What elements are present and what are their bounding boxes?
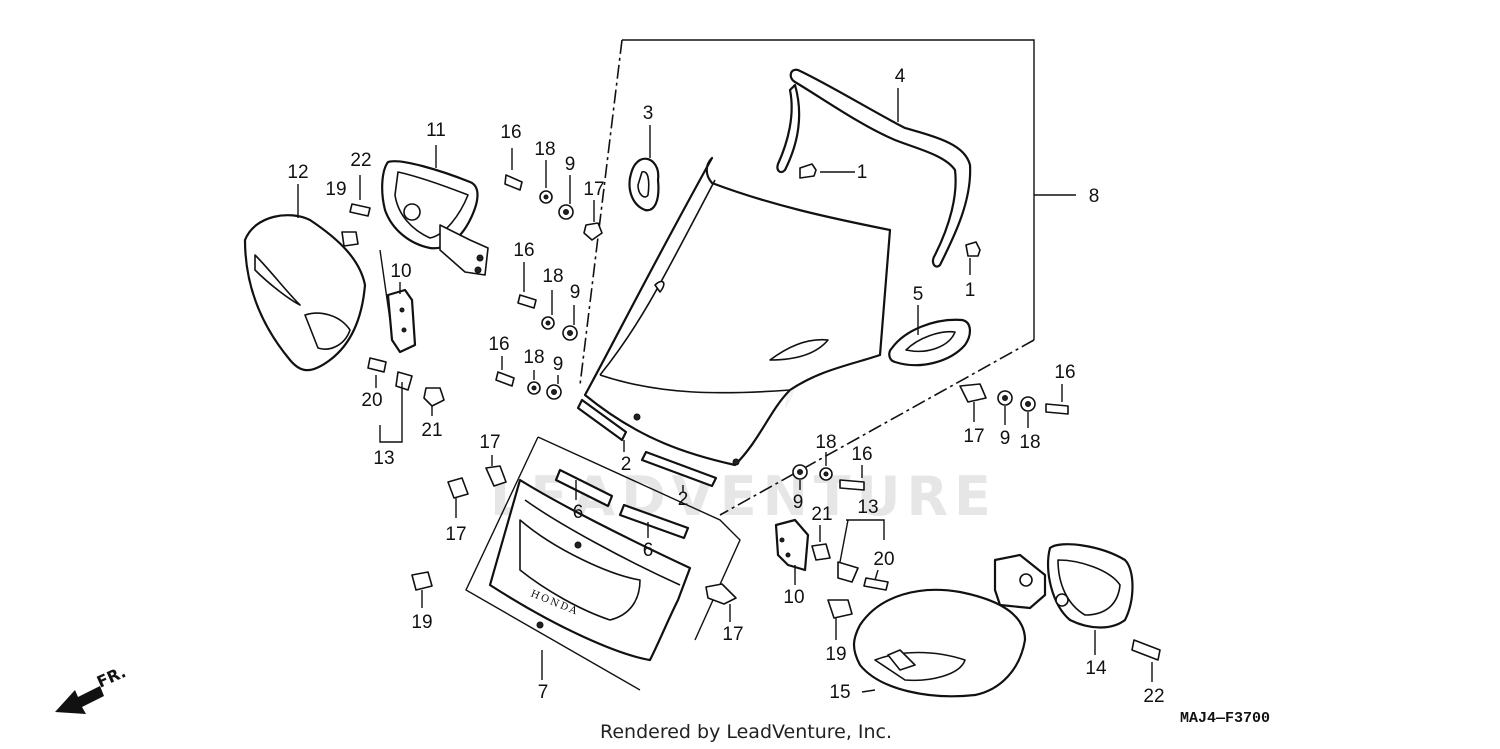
callout-8: 8	[1089, 186, 1100, 207]
callout-17: 17	[479, 432, 500, 453]
callout-16: 16	[488, 334, 509, 355]
part-4-trim	[776, 68, 972, 268]
callout-18: 18	[815, 432, 836, 453]
part-3-grommet	[628, 157, 660, 212]
callout-16: 16	[500, 122, 521, 143]
callout-17: 17	[963, 426, 984, 447]
callout-17: 17	[583, 179, 604, 200]
callout-18: 18	[534, 139, 555, 160]
callout-13: 13	[857, 497, 878, 518]
part-11-left-mirror	[381, 160, 489, 276]
part-15-right-mirror-cover	[852, 588, 1027, 698]
callout-7: 7	[538, 682, 549, 703]
hardware-set	[341, 174, 1161, 661]
diagram-code: MAJ4—F3700	[1180, 710, 1270, 727]
callout-20: 20	[873, 549, 894, 570]
callout-13: 13	[373, 448, 394, 469]
callout-19: 19	[825, 644, 846, 665]
callout-4: 4	[895, 66, 906, 87]
callout-20: 20	[361, 390, 382, 411]
front-direction-arrow: FR.	[55, 662, 129, 714]
callout-10: 10	[390, 261, 411, 282]
callout-6: 6	[643, 540, 654, 561]
callout-16: 16	[513, 240, 534, 261]
front-direction-label: FR.	[94, 662, 129, 691]
part-1-clip	[799, 163, 981, 257]
callout-17: 17	[445, 524, 466, 545]
assembly-8-outline	[579, 39, 1076, 516]
part-2-strip	[576, 398, 718, 488]
callout-9: 9	[565, 154, 576, 175]
part-5-cover	[888, 318, 971, 367]
part-12-left-mirror-cover	[243, 214, 367, 372]
callout-17: 17	[722, 624, 743, 645]
callout-19: 19	[411, 612, 432, 633]
callout-numbers: 1 1 2 2 3 4 5 6 6 7 8 9 9 9 9 9 10 10 11…	[287, 66, 1164, 707]
callout-10: 10	[783, 587, 804, 608]
callout-21: 21	[811, 504, 832, 525]
callout-16: 16	[851, 444, 872, 465]
callout-14: 14	[1085, 658, 1107, 679]
callout-5: 5	[913, 284, 924, 305]
callout-21: 21	[421, 420, 442, 441]
callout-22: 22	[350, 150, 371, 171]
part-14-right-mirror	[993, 543, 1134, 629]
callout-18: 18	[523, 347, 544, 368]
part-6-strip	[554, 468, 690, 540]
callout-16: 16	[1054, 362, 1075, 383]
part-10-left-bracket	[386, 288, 417, 354]
windscreen	[583, 156, 892, 467]
callout-9: 9	[793, 492, 804, 513]
footer-credit: Rendered by LeadVenture, Inc.	[600, 721, 892, 743]
callout-19: 19	[325, 179, 346, 200]
callout-18: 18	[1019, 432, 1040, 453]
callout-1: 1	[857, 162, 868, 183]
callout-9: 9	[553, 354, 564, 375]
callout-9: 9	[1000, 428, 1011, 449]
callout-9: 9	[570, 282, 581, 303]
callout-11: 11	[426, 120, 446, 141]
callout-22: 22	[1143, 686, 1164, 707]
callout-2: 2	[621, 454, 632, 475]
callout-15: 15	[829, 682, 850, 703]
leader-lines	[297, 88, 1153, 693]
callout-3: 3	[643, 103, 654, 124]
callout-2: 2	[678, 489, 689, 510]
callout-1: 1	[965, 280, 976, 301]
callout-6: 6	[573, 502, 584, 523]
callout-12: 12	[287, 162, 308, 183]
part-7-lower-cowl: HONDA	[465, 436, 741, 691]
part-10-right-bracket	[774, 518, 810, 572]
callout-18: 18	[542, 266, 563, 287]
